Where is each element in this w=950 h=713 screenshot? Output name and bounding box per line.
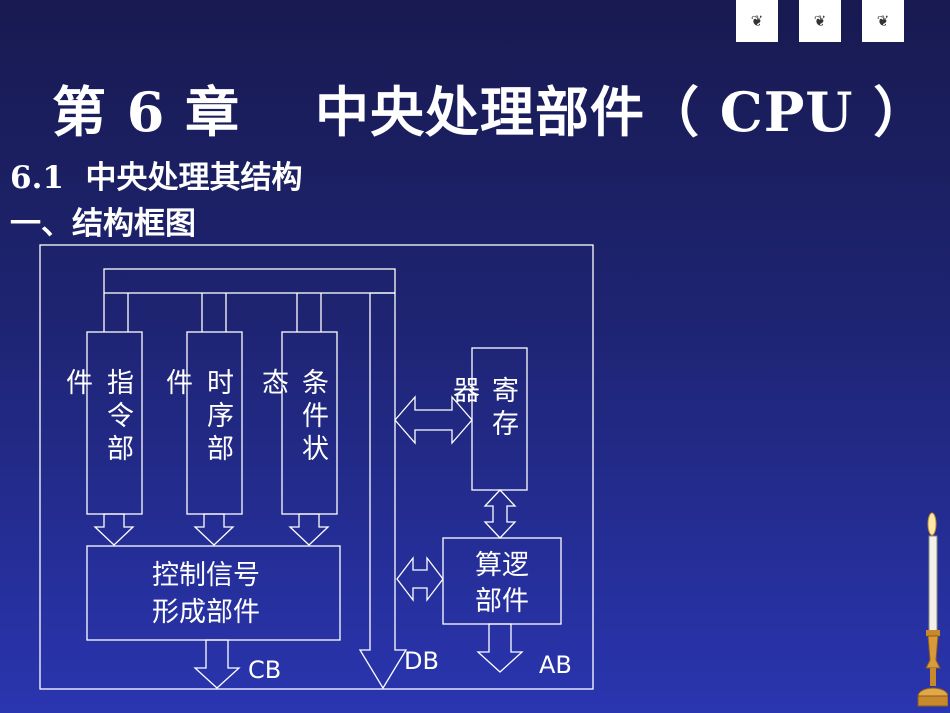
condition-label-4: 态 <box>262 368 289 399</box>
cb-label: CB <box>248 656 281 684</box>
candle-icon <box>917 512 948 707</box>
control-block-line2: 形成部件 <box>152 597 260 628</box>
double-arrow <box>483 489 517 539</box>
instruction-unit-label-1: 指 <box>107 368 134 399</box>
slide-title: 第 6 章 中央处理部件（ CPU ） <box>52 80 929 144</box>
timing-unit-label-4: 件 <box>166 368 193 399</box>
internal-bus <box>103 268 396 294</box>
instruction-unit-label-2: 令 <box>107 401 134 432</box>
timing-unit-label-1: 时 <box>207 368 234 399</box>
db-bus-line <box>358 293 408 690</box>
register-label-3: 器 <box>453 376 480 407</box>
ab-label: AB <box>539 651 572 679</box>
condition-label-2: 件 <box>302 401 329 432</box>
instruction-unit-label-4: 件 <box>66 368 93 399</box>
section-heading: 6.1 中央处理其结构 <box>10 160 303 196</box>
double-arrow <box>394 395 473 445</box>
nav-button-3[interactable]: ❦ <box>862 0 904 42</box>
ornament-icon: ❦ <box>876 12 890 30</box>
ornament-icon: ❦ <box>750 12 764 30</box>
timing-unit-label-2: 序 <box>207 401 234 432</box>
cb-arrow <box>193 639 241 689</box>
diagram-frame <box>39 244 594 690</box>
control-block-line1: 控制信号 <box>152 560 260 591</box>
arrow-down <box>288 513 330 546</box>
ornament-icon: ❦ <box>813 12 827 30</box>
timing-unit-label-3: 部 <box>207 434 234 465</box>
nav-button-2[interactable]: ❦ <box>799 0 841 42</box>
double-arrow <box>396 556 444 602</box>
nav-button-1[interactable]: ❦ <box>736 0 778 42</box>
instruction-unit-label-3: 部 <box>107 434 134 465</box>
condition-label-1: 条 <box>302 368 329 399</box>
register-label-1: 寄 <box>492 376 519 407</box>
condition-label-3: 状 <box>302 434 329 465</box>
register-label-2: 存 <box>492 409 519 440</box>
arrow-down <box>93 513 135 546</box>
ab-arrow <box>476 623 524 673</box>
alu-block-line1: 算逻 <box>475 550 529 581</box>
subsection-heading: 一、结构框图 <box>10 206 196 242</box>
arrow-down <box>193 513 235 546</box>
alu-block-line2: 部件 <box>475 586 529 617</box>
db-label: DB <box>404 647 439 675</box>
